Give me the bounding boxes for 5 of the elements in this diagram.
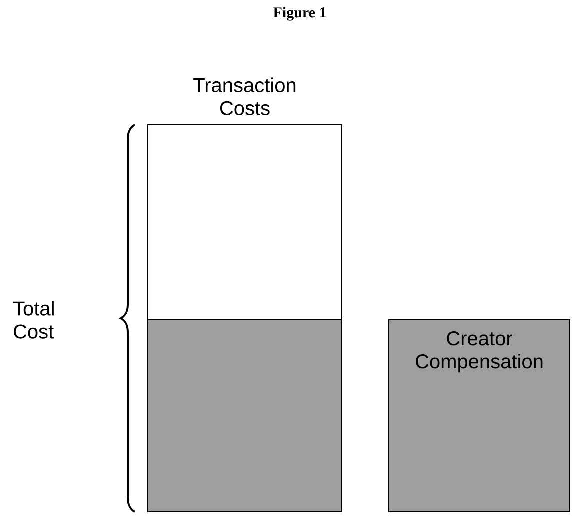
brace-label: Total Cost (13, 301, 54, 339)
bar-label: Creator Compensation (416, 332, 543, 373)
figure-title: Figure 1 (274, 7, 326, 21)
bar-label: Transaction Costs (194, 78, 296, 116)
bar (148, 320, 342, 512)
